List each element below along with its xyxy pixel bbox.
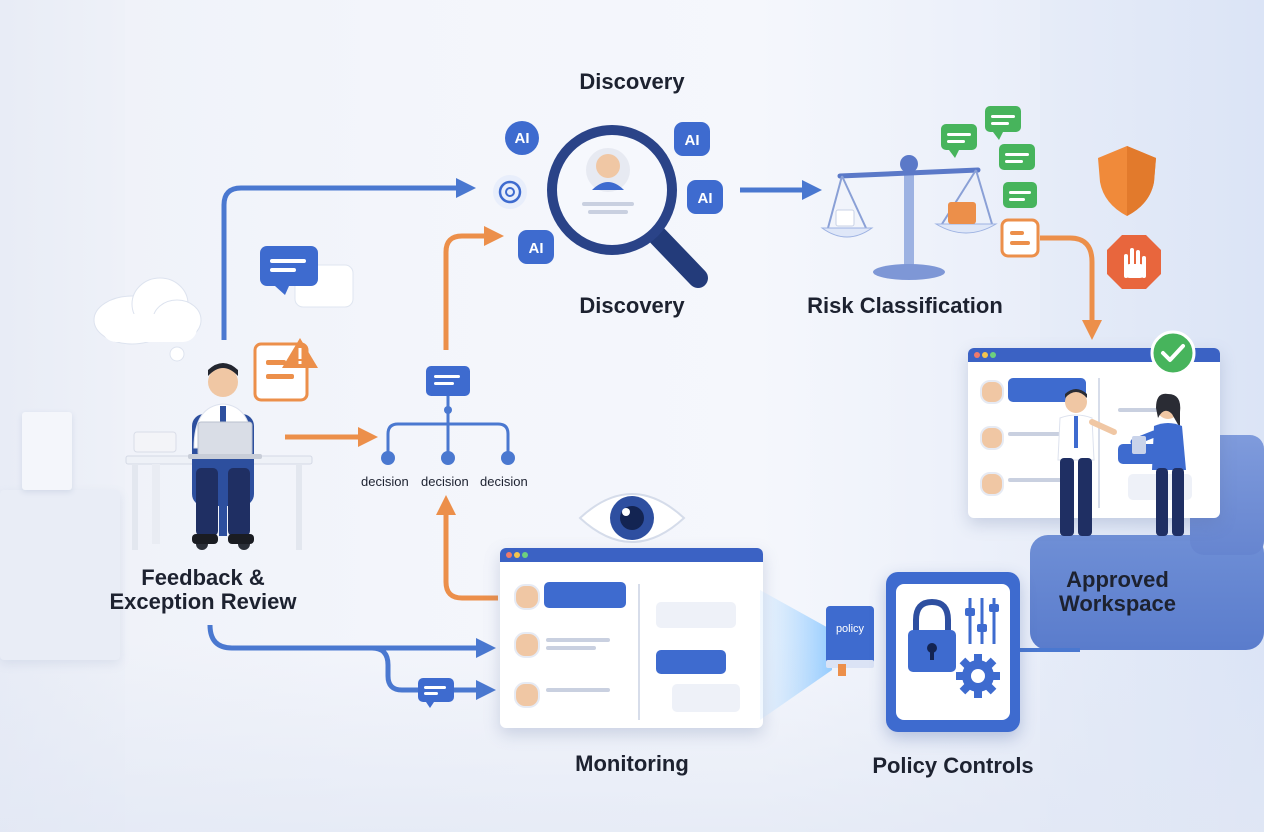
message-line (1008, 478, 1068, 482)
message-line (1118, 408, 1178, 412)
sliders-icon (965, 598, 999, 644)
ai-badge-text: AI (685, 132, 700, 149)
avatar (980, 380, 1004, 404)
ai-badge-text: AI (698, 190, 713, 207)
cloud-icon (93, 277, 202, 362)
policy-controls-label: Policy Controls (872, 753, 1034, 778)
monitoring-label: Monitoring (575, 751, 689, 776)
approved-label-line1: Approved (1066, 567, 1169, 592)
shelf-books (22, 412, 72, 490)
arrow-decision-to-discovery (443, 226, 504, 350)
avatar (514, 682, 540, 708)
message-card (656, 602, 736, 628)
chat-bubble-icon (260, 246, 354, 308)
stop-hand-icon (1107, 235, 1161, 289)
arrow-risk-to-approved (1040, 235, 1102, 340)
window-titlebar (500, 548, 763, 562)
discovery-title-top: Discovery (579, 69, 685, 94)
avatar (980, 472, 1004, 496)
ai-badge-text: AI (529, 240, 544, 257)
arrow-feedback-to-discovery (221, 178, 476, 340)
person-at-desk (125, 363, 313, 550)
decision-node-label: decision (361, 474, 409, 489)
message-line (546, 638, 610, 642)
ai-chip-icon: AI (687, 180, 723, 214)
eye-icon (578, 493, 686, 543)
window-dot-yellow (514, 552, 520, 558)
approved-workspace-label: Approved Workspace (1030, 568, 1205, 616)
arrow-feedback-to-monitoring-2 (371, 645, 496, 700)
shelf-block (0, 490, 120, 660)
message-bubble (544, 582, 626, 608)
feedback-label-line1: Feedback & (141, 565, 265, 590)
book-icon: policy (826, 606, 874, 676)
discovery-label: Discovery (579, 293, 685, 318)
policy-book-label: policy (836, 623, 865, 635)
window-dot-green (990, 352, 996, 358)
magnifier-icon (547, 125, 708, 288)
message-card (672, 684, 740, 712)
ai-chip-icon: AI (518, 230, 554, 264)
message-line (1008, 432, 1068, 436)
openai-logo-icon (493, 175, 527, 209)
gear-icon (956, 654, 1000, 698)
window-dot-red (506, 552, 512, 558)
feedback-label-line2: Exception Review (109, 589, 297, 614)
risk-classification-label: Risk Classification (807, 293, 1003, 318)
document-icon (1000, 218, 1040, 258)
window-dot-green (522, 552, 528, 558)
avatar (980, 426, 1004, 450)
message-line (546, 646, 596, 650)
chat-bubble-icon (941, 106, 1037, 208)
approved-label-line2: Workspace (1059, 591, 1176, 616)
arrow-monitoring-to-decision (436, 495, 498, 601)
feedback-label: Feedback & Exception Review (98, 566, 308, 614)
decision-tree-icon (381, 366, 515, 465)
ai-chip-icon: AI (674, 122, 710, 156)
policy-controls-icons (908, 598, 1000, 698)
people-collaborating (1057, 389, 1186, 536)
window-dot-red (974, 352, 980, 358)
ai-chip-icon: AI (505, 121, 539, 155)
ai-badge-text: AI (515, 130, 530, 147)
timeline-line (638, 584, 640, 720)
timeline-line (1098, 378, 1100, 508)
check-icon (1150, 330, 1196, 376)
shield-icon (1098, 146, 1156, 216)
decision-node-label: decision (480, 474, 528, 489)
message-bubble (656, 650, 726, 674)
avatar (514, 584, 540, 610)
lock-icon (908, 598, 956, 672)
avatar (514, 632, 540, 658)
decision-node-label: decision (421, 474, 469, 489)
monitoring-window (500, 548, 763, 728)
arrow-feedback-to-monitoring (207, 624, 496, 658)
message-line (546, 688, 610, 692)
scale-icon (820, 155, 998, 280)
document-warning-icon (253, 338, 318, 402)
chat-bubble-icon (418, 678, 454, 708)
light-beam (760, 590, 832, 720)
window-dot-yellow (982, 352, 988, 358)
